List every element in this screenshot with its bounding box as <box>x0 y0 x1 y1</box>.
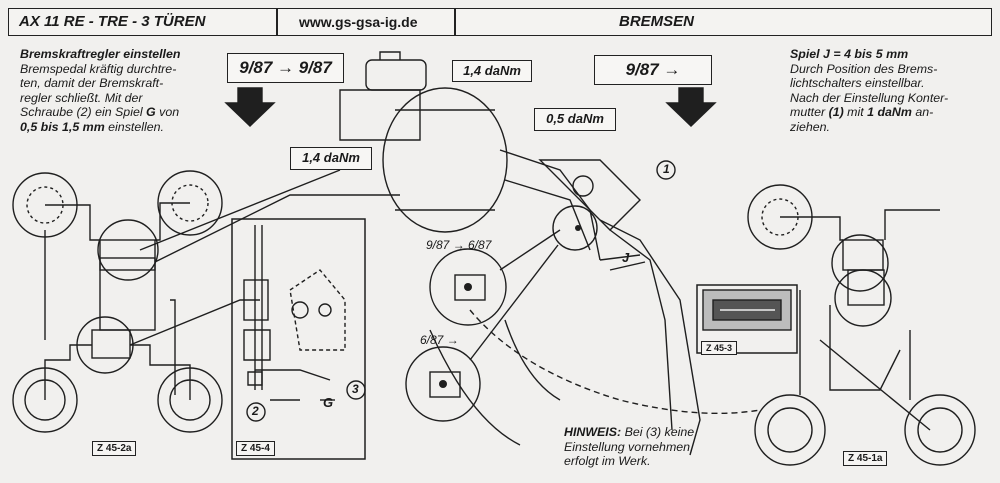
website-link[interactable]: www.gs-gsa-ig.de <box>299 14 418 30</box>
detail-circle-lower <box>405 346 481 422</box>
text-span-bold: G <box>146 105 156 120</box>
header-divider <box>454 9 456 35</box>
header-divider <box>276 9 278 35</box>
left-instructions-title: Bremskraftregler einstellen <box>20 47 181 61</box>
left-instructions-line: ten, damit der Bremskraft- <box>20 76 164 91</box>
torque-label-right: 0,5 daNm <box>534 108 616 131</box>
text-span-bold: 1 daNm <box>867 105 912 120</box>
text-span-bold: 0,5 bis 1,5 mm <box>20 119 105 134</box>
callout-3: 3 <box>352 382 359 396</box>
figure-tag-valve: Z 45-3 <box>701 341 738 355</box>
fluid-reservoir <box>365 59 427 91</box>
callout-2: 2 <box>252 404 259 418</box>
detail-circle-upper <box>429 248 507 326</box>
right-instructions-line: Nach der Einstellung Konter- <box>790 90 949 105</box>
brake-booster <box>382 87 508 233</box>
left-instructions-line: Schraube (2) ein Spiel G von <box>20 105 220 120</box>
torque-label-upper: 1,4 daNm <box>452 60 532 82</box>
valve-detail-box <box>696 284 798 354</box>
section-title: BREMSEN <box>619 13 695 30</box>
range-label: 9/87 → 6/87 <box>426 238 492 252</box>
before-label: 6/87 → <box>420 333 459 347</box>
right-instructions: Spiel J = 4 bis 5 mm Durch Position des … <box>790 47 995 135</box>
text-span: an- <box>911 105 934 120</box>
note-block: HINWEIS: Bei (3) keine Einstellung vorne… <box>564 425 764 469</box>
figure-tag-middle: Z 45-4 <box>236 441 275 456</box>
master-cylinder <box>339 89 421 141</box>
right-instructions-line: lichtschalters einstellbar. <box>790 76 925 91</box>
gap-g-label: G <box>323 395 334 410</box>
note-text: Bei (3) keine <box>621 425 695 439</box>
note-line: Einstellung vornehmen, <box>564 439 694 454</box>
callout-1: 1 <box>663 162 670 176</box>
left-instructions: Bremskraftregler einstellen Bremspedal k… <box>20 47 220 135</box>
left-instructions-line: 0,5 bis 1,5 mm einstellen. <box>20 120 220 135</box>
text-span: einstellen. <box>104 119 164 134</box>
text-span: Schraube (2) ein Spiel <box>20 105 147 120</box>
right-instructions-title: Spiel J = 4 bis 5 mm <box>790 47 909 61</box>
text-span-bold: (1) <box>828 105 844 120</box>
gap-j-label: J <box>622 250 630 265</box>
note-prefix: HINWEIS: <box>564 425 622 439</box>
date-box-right: 9/87 → <box>594 55 712 85</box>
figure-tag-left: Z 45-2a <box>92 441 137 456</box>
model-title: AX 11 RE - TRE - 3 TÜREN <box>19 13 206 30</box>
figure-tag-right: Z 45-1a <box>843 451 888 466</box>
note-line: HINWEIS: Bei (3) keine <box>564 425 764 440</box>
note-line: erfolgt im Werk. <box>564 454 651 469</box>
text-span: mutter <box>790 105 829 120</box>
front-right-wheel <box>157 170 223 236</box>
left-instructions-line: regler schließt. Mit der <box>20 90 143 105</box>
text-span: von <box>155 105 180 120</box>
left-instructions-line: Bremspedal kräftig durchtre- <box>20 61 177 76</box>
torque-label-lower: 1,4 daNm <box>290 147 372 170</box>
right-instructions-line: mutter (1) mit 1 daNm an- <box>790 105 995 120</box>
date-box-left: 9/87 → 9/87 <box>227 53 344 83</box>
text-span: mit <box>843 105 868 120</box>
header-bar: AX 11 RE - TRE - 3 TÜREN www.gs-gsa-ig.d… <box>8 8 992 36</box>
right-instructions-line: ziehen. <box>790 119 830 134</box>
right-instructions-line: Durch Position des Brems- <box>790 61 938 76</box>
